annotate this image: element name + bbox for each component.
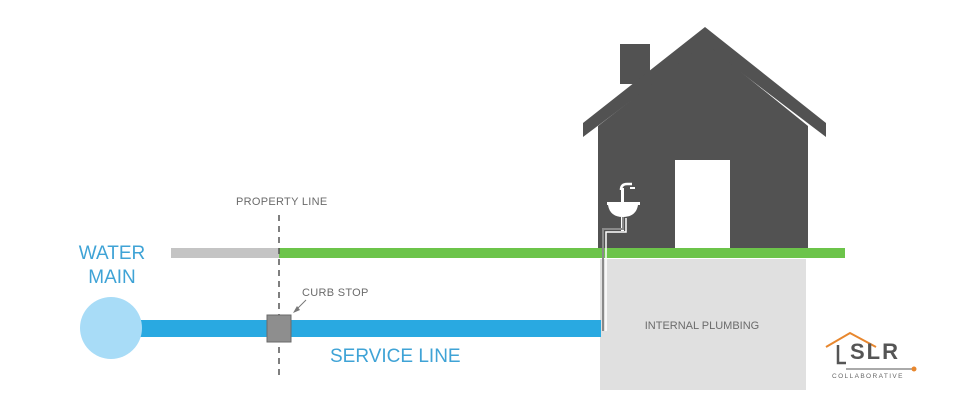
logo-subtitle: COLLABORATIVE (832, 373, 904, 380)
service-line-pipe (130, 320, 601, 337)
internal-plumbing-area (600, 259, 806, 390)
curb-stop-label: CURB STOP (302, 287, 369, 299)
internal-plumbing-pipe (602, 217, 624, 331)
service-line-label: SERVICE LINE (330, 346, 461, 367)
water-main-circle (80, 297, 142, 359)
house-door (675, 160, 730, 248)
internal-plumbing-pipe-inner (605, 218, 627, 331)
sink-icon (607, 182, 640, 231)
curb-stop-pointer-icon (293, 299, 307, 313)
private-ground-segment (279, 248, 845, 258)
logo-roof-icon (825, 331, 917, 372)
house (583, 27, 826, 248)
logo-name: SLR (850, 339, 900, 364)
internal-plumbing-label: INTERNAL PLUMBING (644, 320, 760, 332)
property-line-label: PROPERTY LINE (236, 196, 328, 208)
slr-logo: SLR COLLABORATIVE (820, 325, 930, 385)
house-body (598, 43, 808, 248)
curb-stop-valve (266, 314, 292, 343)
public-ground-segment (171, 248, 279, 258)
